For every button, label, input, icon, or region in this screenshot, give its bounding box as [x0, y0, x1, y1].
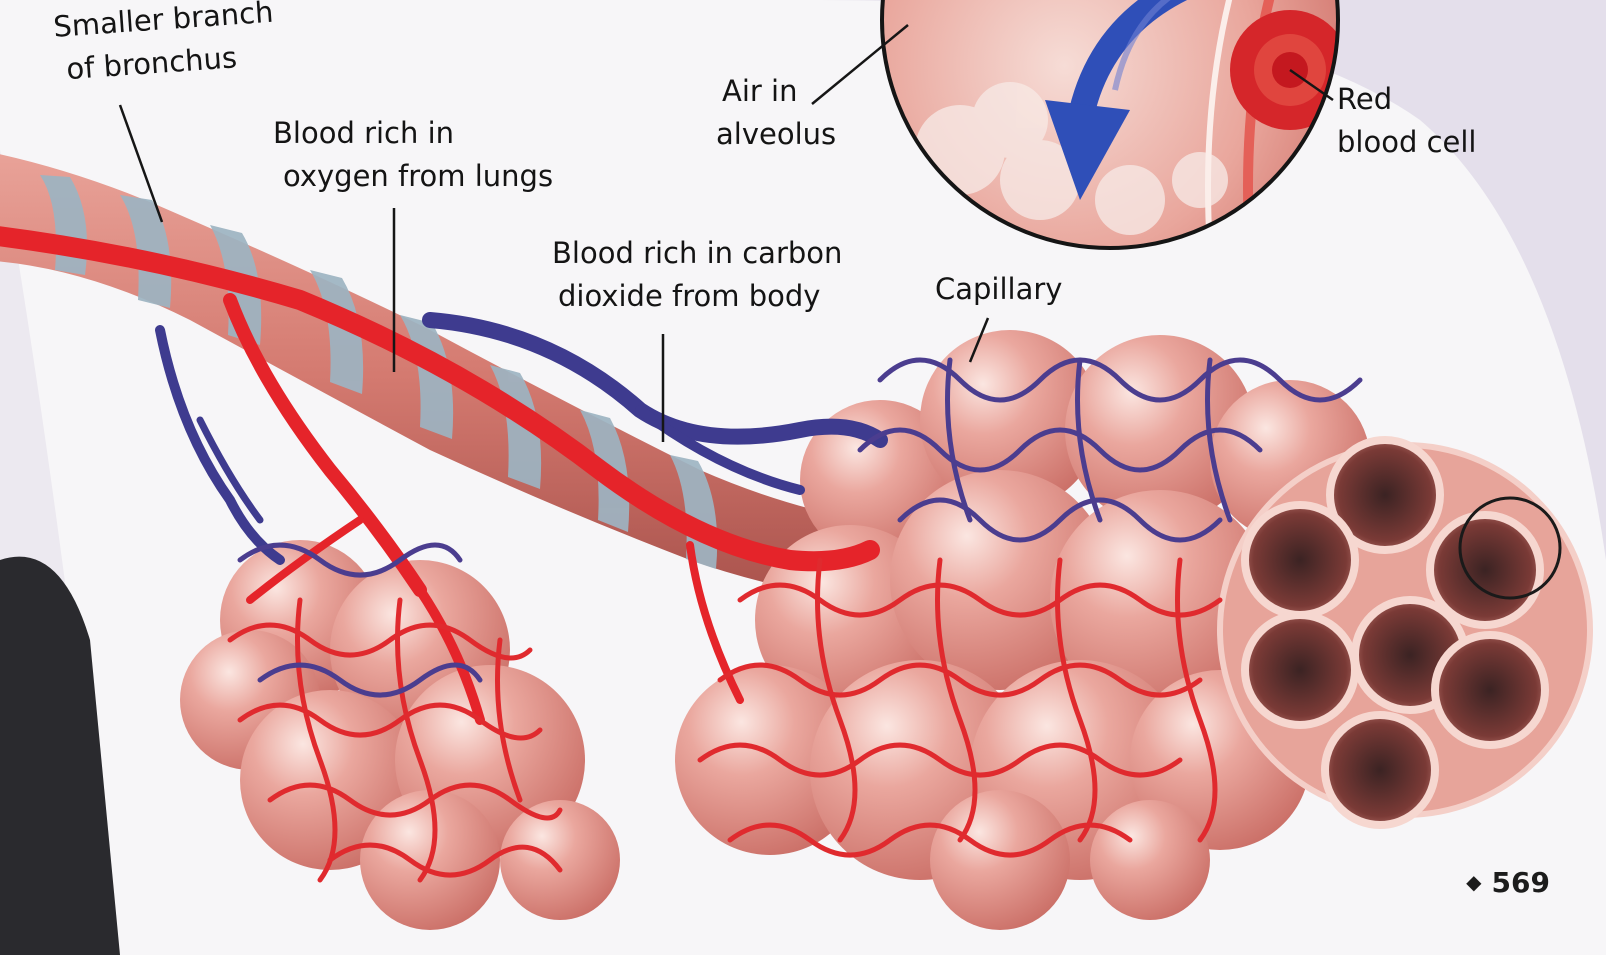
label-line: Capillary	[935, 268, 1062, 311]
label-line: Blood rich in carbon	[552, 232, 842, 275]
label-line: Red	[1337, 78, 1476, 121]
diamond-bullet-icon: ◆	[1466, 870, 1481, 894]
page-number-text: 569	[1492, 866, 1550, 899]
label-line: Air in	[716, 70, 836, 113]
label-line: Blood rich in	[273, 112, 553, 155]
label-oxygen-rich-blood: Blood rich in oxygen from lungs	[273, 112, 553, 198]
label-line: alveolus	[716, 113, 836, 156]
label-co2-rich-blood: Blood rich in carbon dioxide from body	[552, 232, 842, 318]
label-line: blood cell	[1337, 121, 1476, 164]
label-smaller-branch-of-bronchus: Smaller branch of bronchus	[52, 0, 278, 92]
label-capillary: Capillary	[935, 268, 1062, 311]
label-red-blood-cell: Red blood cell	[1337, 78, 1476, 164]
label-air-in-alveolus: Air in alveolus	[716, 70, 836, 156]
page-number: ◆ 569	[1466, 866, 1550, 899]
label-line: oxygen from lungs	[273, 155, 553, 198]
label-line: dioxide from body	[552, 275, 842, 318]
